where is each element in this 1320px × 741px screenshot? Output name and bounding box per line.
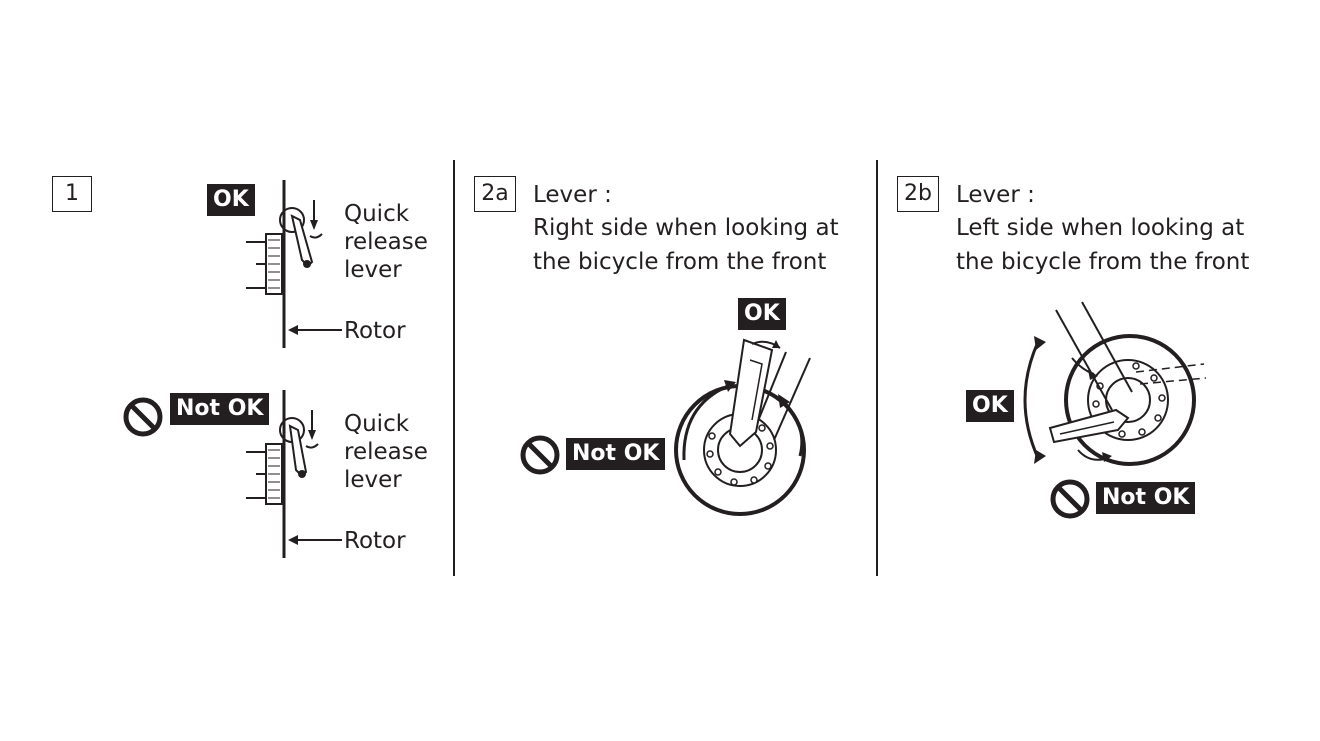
ok-label: OK: [738, 298, 786, 330]
quick-release-figure-not-ok: [246, 390, 319, 558]
step-number-2b: 2b: [897, 176, 939, 212]
step-number-1: 1: [52, 176, 92, 212]
quick-release-figure-ok: [246, 180, 323, 348]
prohibition-icon: [123, 397, 163, 437]
ok-label: OK: [966, 390, 1014, 422]
rotor-label-ok: Rotor: [344, 318, 406, 344]
panel-divider-right: [876, 160, 878, 576]
lever-heading: Lever :: [956, 182, 1035, 208]
not-ok-label: Not OK: [1096, 482, 1196, 514]
quick-release-lever-callout-ok: Quick release lever: [344, 201, 428, 283]
arrow-icon: [288, 535, 342, 545]
not-ok-label: Not OK: [170, 393, 270, 425]
prohibition-icon: [520, 435, 560, 475]
ok-label: OK: [207, 184, 255, 216]
quick-release-lever-callout-not-ok: Quick release lever: [344, 411, 428, 493]
prohibition-icon: [1050, 479, 1090, 519]
lever-heading: Lever :: [533, 182, 612, 208]
arrow-icon: [288, 325, 342, 335]
panel-divider-left: [453, 160, 455, 576]
not-ok-label: Not OK: [566, 438, 666, 470]
hub-lever-right-figure: [674, 338, 811, 516]
step-number-2a: 2a: [474, 176, 516, 212]
lever-description: Right side when looking at the bicycle f…: [533, 215, 839, 275]
rotor-label-not-ok: Rotor: [344, 528, 406, 554]
hub-lever-left-figure: [1023, 301, 1207, 466]
lever-description: Left side when looking at the bicycle fr…: [956, 215, 1250, 275]
